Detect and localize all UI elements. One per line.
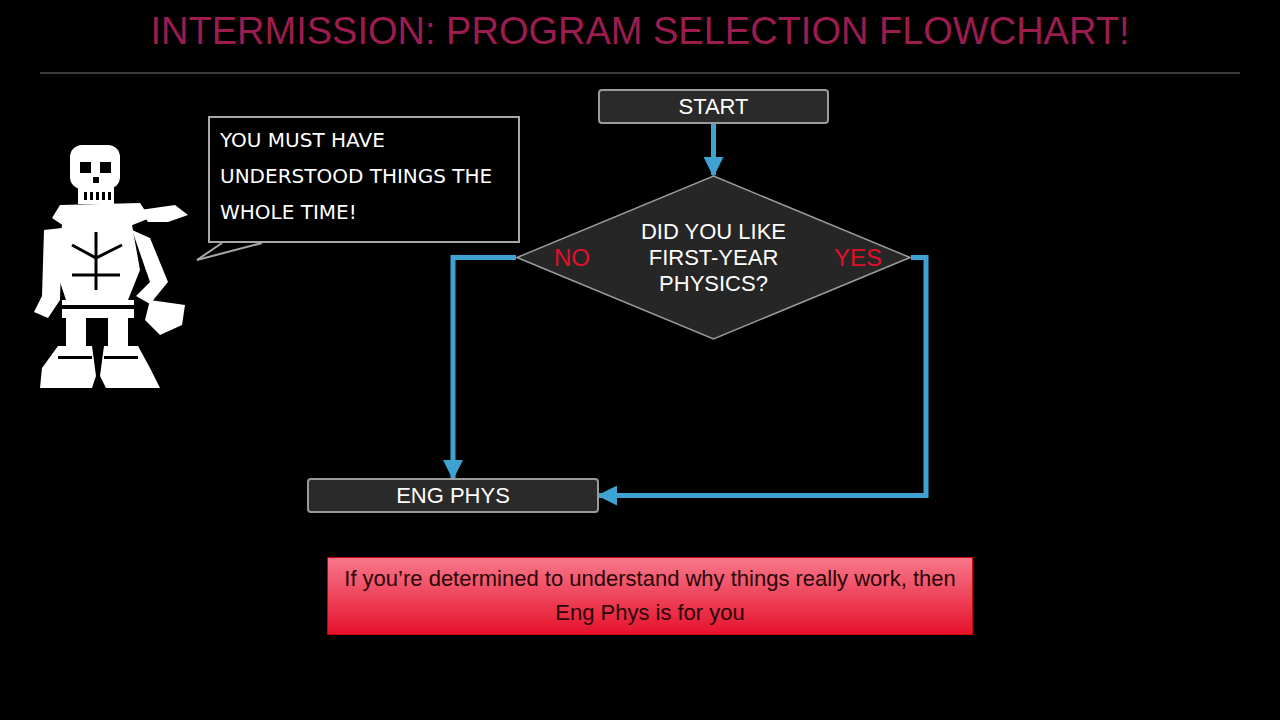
start-box: START <box>598 89 829 124</box>
node-text: YOU MUST HAVE UNDERSTOOD THINGS THE WHOL… <box>220 122 508 230</box>
title-rule <box>40 73 1240 74</box>
edge-label: NO <box>554 244 590 272</box>
edge-label: YES <box>834 244 882 272</box>
node-text: ENG PHYS <box>396 483 510 509</box>
skeleton-sprite <box>34 145 188 388</box>
flow-arrow <box>453 258 516 479</box>
speech-bubble: YOU MUST HAVE UNDERSTOOD THINGS THE WHOL… <box>208 116 520 243</box>
node-text: If you’re determined to understand why t… <box>336 562 964 630</box>
caption-band: If you’re determined to understand why t… <box>327 557 973 635</box>
flow-arrow <box>711 124 716 175</box>
node-text: DID YOU LIKE FIRST-YEAR PHYSICS? <box>621 219 807 297</box>
process-box: ENG PHYS <box>307 478 599 513</box>
node-text: START <box>678 94 748 120</box>
speech-tail <box>197 243 262 260</box>
diagram-title: INTERMISSION: PROGRAM SELECTION FLOWCHAR… <box>0 10 1280 53</box>
